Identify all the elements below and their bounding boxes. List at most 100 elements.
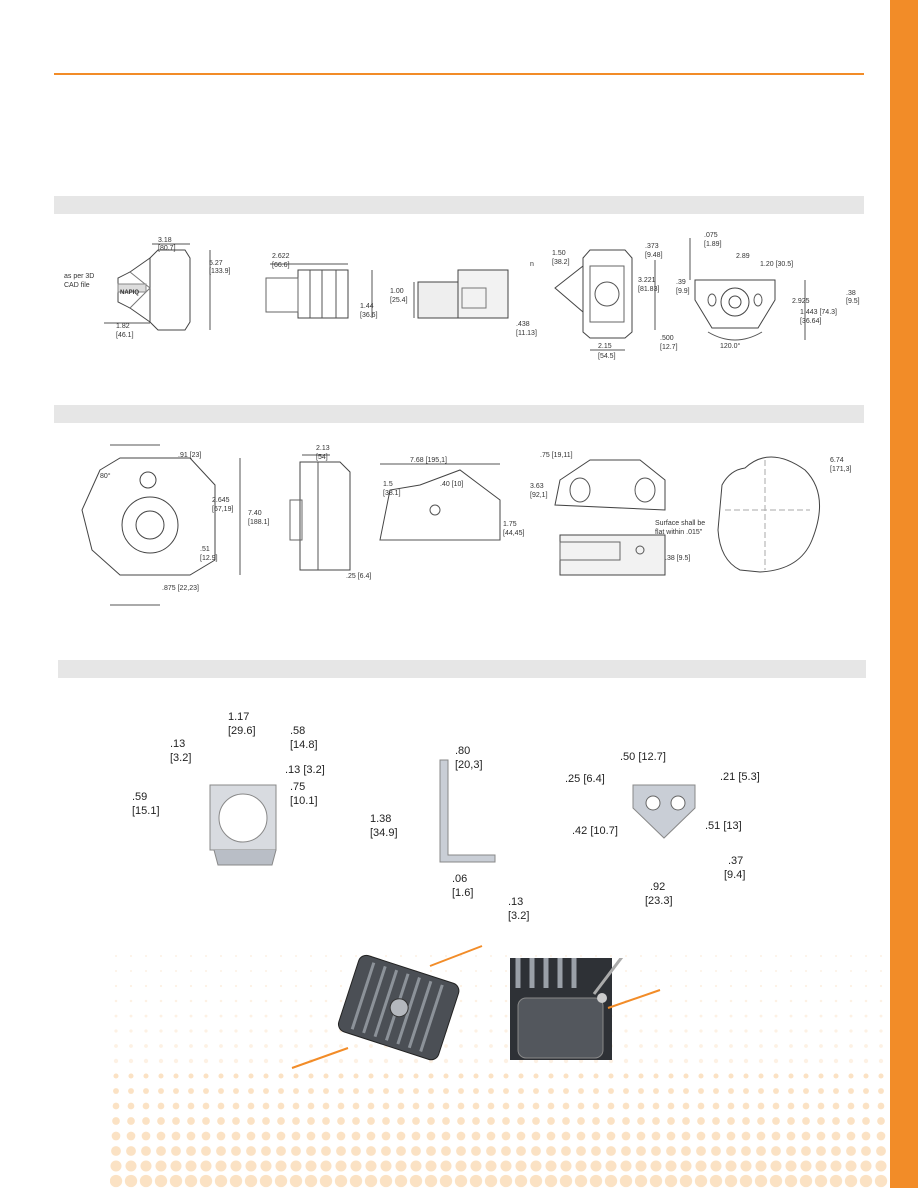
halftone-dot bbox=[879, 984, 883, 988]
s1v3-height-mm: [25.4] bbox=[390, 297, 408, 304]
halftone-dot bbox=[219, 1044, 223, 1048]
halftone-dot bbox=[339, 984, 343, 988]
halftone-dot bbox=[141, 1131, 151, 1141]
halftone-dot bbox=[696, 1131, 706, 1141]
halftone-dot bbox=[398, 1073, 404, 1079]
halftone-dot bbox=[396, 1131, 406, 1141]
halftone-dot bbox=[726, 1131, 736, 1141]
halftone-dot bbox=[577, 1117, 585, 1125]
halftone-dot bbox=[307, 1117, 315, 1125]
halftone-dot bbox=[440, 1160, 452, 1172]
s2-view4-drawing bbox=[554, 459, 666, 576]
s2v1-w: 2.645 bbox=[212, 497, 230, 504]
halftone-dot bbox=[219, 984, 223, 988]
s3b2-w: .80 bbox=[455, 745, 470, 757]
halftone-dot bbox=[729, 954, 733, 958]
halftone-dot bbox=[634, 1174, 648, 1188]
halftone-dot bbox=[474, 1014, 478, 1018]
s3b1-left: .13 bbox=[170, 738, 185, 750]
s1v5-top-mm: [1.89] bbox=[704, 241, 722, 248]
halftone-dot bbox=[784, 1174, 798, 1188]
halftone-dot bbox=[308, 1088, 314, 1094]
s1v2-width: 2.622 bbox=[272, 253, 290, 260]
s2v4-top: .75 [19,11] bbox=[540, 452, 573, 459]
s1v5-dia: 2.89 bbox=[736, 253, 750, 260]
halftone-dot bbox=[264, 1044, 268, 1048]
s2v2-top: 2.13 bbox=[316, 445, 330, 452]
halftone-dot bbox=[459, 969, 463, 973]
s3b1-h-mm: [15.1] bbox=[132, 805, 160, 817]
s1v4-bottom-mm: [54.5] bbox=[598, 353, 616, 360]
halftone-dot bbox=[381, 1146, 391, 1156]
s1-view4-drawing bbox=[554, 249, 656, 351]
halftone-dot bbox=[414, 954, 418, 958]
halftone-dot bbox=[863, 1058, 869, 1064]
s1v4-right: .500 bbox=[660, 335, 674, 342]
s2v3-h1-mm: [38.1] bbox=[383, 490, 401, 497]
halftone-dot bbox=[669, 969, 673, 973]
halftone-dot bbox=[473, 1088, 479, 1094]
halftone-dot bbox=[741, 1146, 751, 1156]
halftone-dot bbox=[274, 1174, 288, 1188]
halftone-dot bbox=[129, 954, 133, 958]
halftone-dot bbox=[834, 969, 838, 973]
halftone-dot bbox=[336, 1146, 346, 1156]
s3b2-foot: .13 bbox=[508, 896, 523, 908]
halftone-dot bbox=[848, 1073, 854, 1079]
halftone-dot bbox=[249, 954, 253, 958]
halftone-dot bbox=[503, 1073, 509, 1079]
halftone-dot bbox=[606, 1146, 616, 1156]
halftone-dot bbox=[324, 954, 328, 958]
halftone-dot bbox=[425, 1160, 437, 1172]
halftone-dot bbox=[802, 1102, 810, 1110]
halftone-dot bbox=[879, 1029, 883, 1033]
halftone-dot bbox=[159, 999, 163, 1003]
halftone-dot bbox=[654, 1044, 658, 1048]
halftone-dot bbox=[424, 1174, 438, 1188]
accent-side-bar bbox=[890, 0, 918, 1188]
halftone-dot bbox=[321, 1146, 331, 1156]
halftone-dot bbox=[354, 954, 358, 958]
halftone-dot bbox=[339, 954, 343, 958]
halftone-dot bbox=[366, 1146, 376, 1156]
halftone-dot bbox=[277, 1117, 285, 1125]
halftone-dot bbox=[709, 1174, 723, 1188]
halftone-dot bbox=[666, 1146, 676, 1156]
halftone-dot bbox=[726, 1146, 736, 1156]
halftone-dot bbox=[529, 1174, 543, 1188]
halftone-dot bbox=[264, 969, 268, 973]
halftone-dot bbox=[819, 954, 823, 958]
halftone-dot bbox=[201, 1131, 211, 1141]
halftone-dot bbox=[174, 1044, 178, 1048]
halftone-dot bbox=[262, 1117, 270, 1125]
halftone-dot bbox=[710, 1160, 722, 1172]
halftone-dot bbox=[714, 984, 718, 988]
halftone-dot bbox=[619, 1174, 633, 1188]
halftone-dot bbox=[171, 1146, 181, 1156]
halftone-dot bbox=[489, 954, 493, 958]
halftone-dot bbox=[129, 984, 133, 988]
halftone-dot bbox=[219, 1029, 223, 1033]
halftone-dot bbox=[638, 1088, 644, 1094]
halftone-dot bbox=[654, 1014, 658, 1018]
halftone-dot bbox=[518, 1088, 524, 1094]
halftone-dot bbox=[849, 1029, 853, 1033]
halftone-dot bbox=[801, 1131, 811, 1141]
halftone-dot bbox=[576, 1146, 586, 1156]
s1v1-logo: NAPIQ bbox=[120, 290, 139, 296]
halftone-dot bbox=[279, 969, 283, 973]
halftone-dot bbox=[219, 1014, 223, 1018]
halftone-dot bbox=[819, 1044, 823, 1048]
halftone-dot bbox=[170, 1160, 182, 1172]
halftone-dot bbox=[684, 1044, 688, 1048]
halftone-dot bbox=[125, 1160, 137, 1172]
halftone-dot bbox=[729, 1029, 733, 1033]
halftone-dot bbox=[324, 1029, 328, 1033]
halftone-dot bbox=[666, 1131, 676, 1141]
halftone-dot bbox=[413, 1073, 419, 1079]
halftone-dot bbox=[474, 1044, 478, 1048]
halftone-dot bbox=[365, 1160, 377, 1172]
halftone-dot bbox=[352, 1102, 360, 1110]
halftone-dot bbox=[639, 954, 643, 958]
halftone-dot bbox=[878, 1073, 884, 1079]
